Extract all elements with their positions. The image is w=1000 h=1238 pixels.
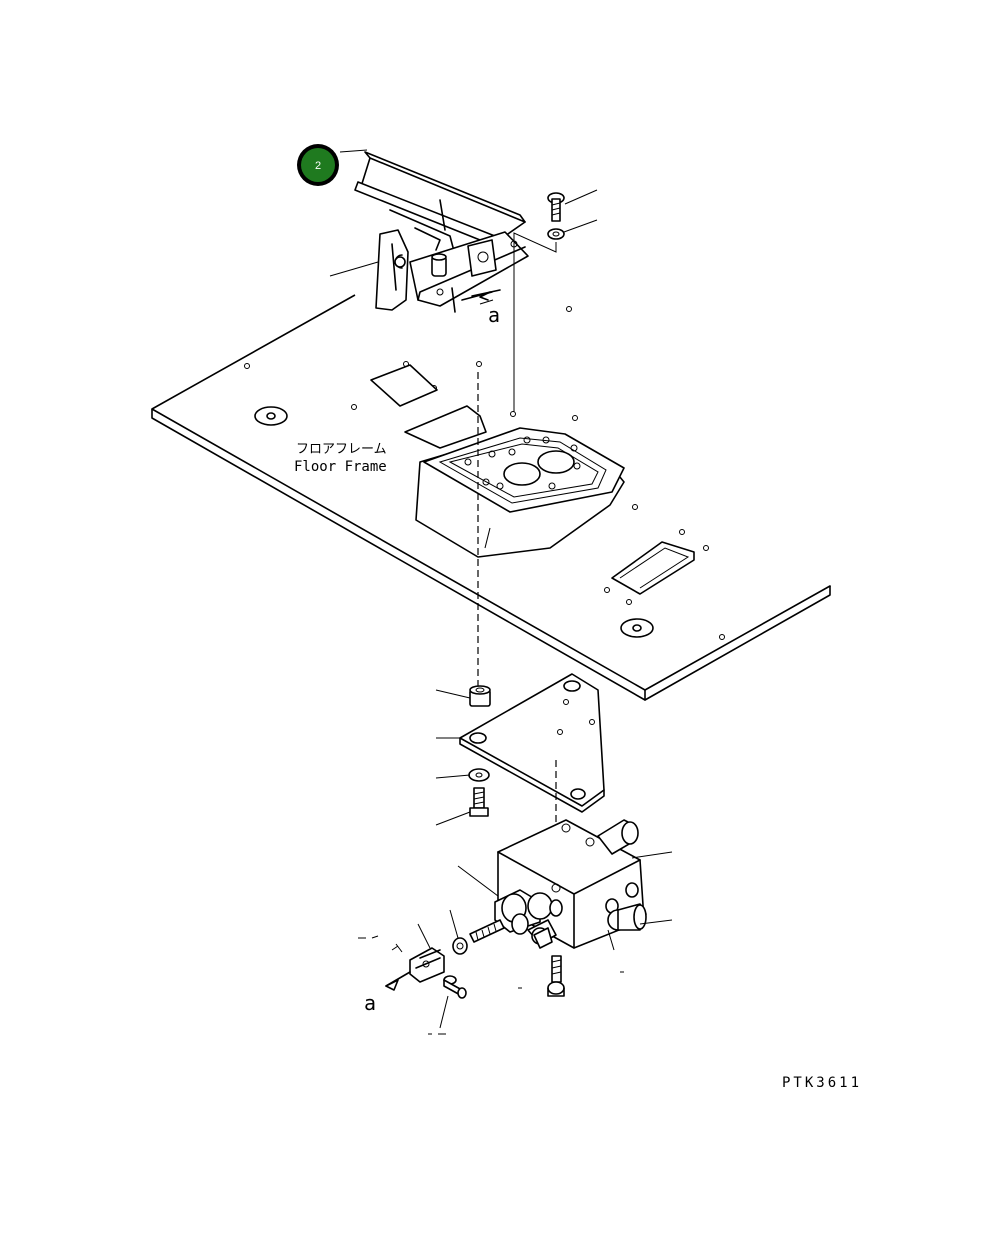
clevis-pin xyxy=(443,975,467,999)
drawing-code: PTK3611 xyxy=(782,1075,862,1091)
bolt-lower xyxy=(469,787,489,817)
floor-frame-label-en: Floor Frame xyxy=(294,459,387,475)
clevis xyxy=(409,947,445,983)
floor-frame xyxy=(151,294,831,701)
nut xyxy=(452,937,468,955)
valve-block xyxy=(494,819,647,949)
floor-frame-label-jp: フロアフレーム xyxy=(296,442,387,457)
pedal-assembly xyxy=(354,151,529,313)
callout-leader xyxy=(339,149,368,153)
callout-number: 2 xyxy=(315,160,321,172)
view-label-a-top: a xyxy=(488,303,500,327)
view-label-a-bottom: a xyxy=(364,991,376,1015)
bolt-top xyxy=(547,192,565,222)
mounting-plate xyxy=(459,673,605,813)
washer-lower xyxy=(468,768,490,782)
threaded-rod xyxy=(469,919,505,943)
spacer-bushing xyxy=(469,685,491,707)
callout-badge[interactable]: 2 xyxy=(297,144,339,186)
socket-screw xyxy=(547,955,565,997)
washer-top xyxy=(547,228,565,240)
